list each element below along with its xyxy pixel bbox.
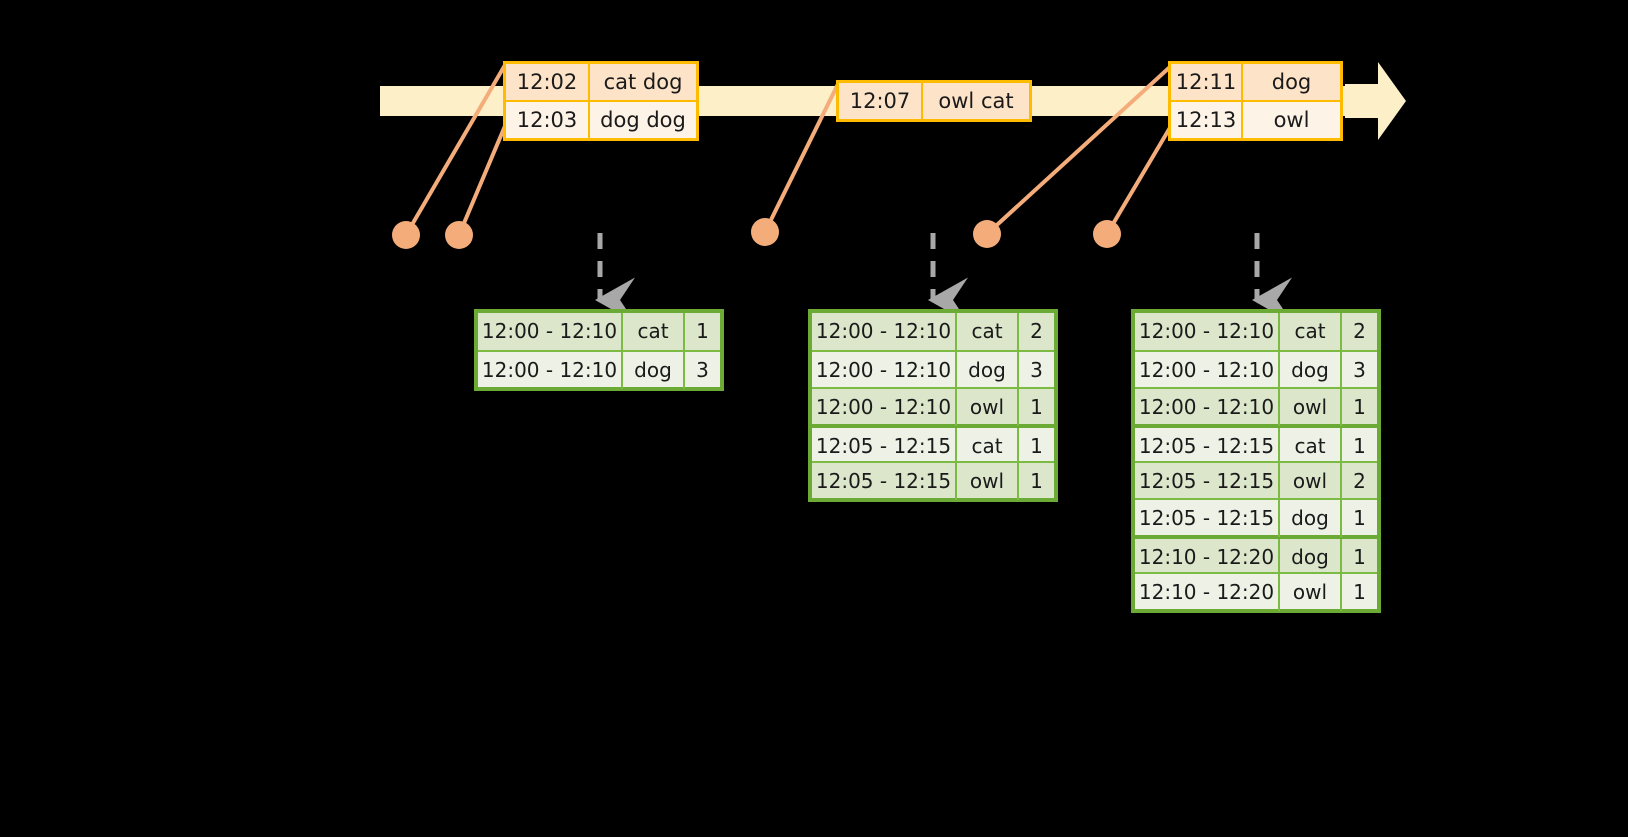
cell-window: 12:00 - 12:10 [812, 313, 957, 350]
cell-count: 2 [1353, 319, 1366, 343]
source-dot-1 [392, 221, 420, 249]
cell-key: owl [957, 389, 1019, 426]
cell-count: 2 [1030, 319, 1043, 343]
cell-key: cat [623, 313, 685, 350]
cell-count: 1 [1353, 580, 1366, 604]
cell-key: dog [623, 352, 685, 389]
event-time: 12:02 [506, 64, 590, 100]
event-value: dog [1271, 70, 1312, 94]
source-dot-3 [751, 218, 779, 246]
event-box-3: 12:11 dog 12:13 owl [1168, 61, 1343, 141]
cell-count: 3 [1030, 358, 1043, 382]
cell-window: 12:10 - 12:20 [1135, 574, 1280, 611]
cell-window: 12:00 - 12:10 [1135, 389, 1280, 426]
cell-key: cat [1280, 313, 1342, 350]
cell-key: owl [1280, 389, 1342, 426]
cell-window: 12:00 - 12:10 [478, 352, 623, 389]
cell-key: dog [957, 352, 1019, 389]
cell-count: 1 [1353, 545, 1366, 569]
event-value: owl cat [938, 89, 1014, 113]
connector-line-5 [1105, 124, 1173, 236]
cell-count: 3 [1353, 358, 1366, 382]
cell-window: 12:10 - 12:20 [1135, 539, 1280, 576]
event-value: dog dog [600, 108, 686, 132]
cell-key: cat [957, 428, 1019, 465]
event-box-1: 12:02 cat dog 12:03 dog dog [503, 61, 699, 141]
event-time: 12:07 [839, 83, 923, 119]
cell-window: 12:05 - 12:15 [812, 428, 957, 465]
event-row: 12:13 owl [1171, 100, 1340, 138]
cell-key: dog [1280, 352, 1342, 389]
event-box-2: 12:07 owl cat [836, 80, 1032, 122]
cell-key: dog [1280, 500, 1342, 537]
cell-key: dog [1280, 539, 1342, 576]
event-row: 12:03 dog dog [506, 100, 696, 138]
cell-key: owl [1280, 463, 1342, 500]
cell-window: 12:05 - 12:15 [1135, 500, 1280, 537]
cell-key: owl [1280, 574, 1342, 611]
cell-window: 12:00 - 12:10 [812, 389, 957, 426]
cell-window: 12:05 - 12:15 [1135, 463, 1280, 500]
cell-count: 1 [1030, 395, 1043, 419]
cell-key: cat [957, 313, 1019, 350]
event-time: 12:11 [1171, 64, 1243, 100]
cell-count: 1 [1353, 395, 1366, 419]
cell-window: 12:00 - 12:10 [812, 352, 957, 389]
event-time: 12:03 [506, 102, 590, 138]
event-row: 12:02 cat dog [506, 64, 696, 100]
event-time: 12:13 [1171, 102, 1243, 138]
cell-count: 1 [1353, 434, 1366, 458]
cell-count: 1 [1353, 506, 1366, 530]
connector-line-2 [457, 125, 507, 236]
source-dot-4 [973, 220, 1001, 248]
cell-window: 12:00 - 12:10 [478, 313, 623, 350]
source-dot-5 [1093, 220, 1121, 248]
cell-window: 12:00 - 12:10 [1135, 352, 1280, 389]
cell-count: 3 [696, 358, 709, 382]
cell-window: 12:00 - 12:10 [1135, 313, 1280, 350]
cell-count: 1 [1030, 469, 1043, 493]
cell-count: 1 [1030, 434, 1043, 458]
cell-key: cat [1280, 428, 1342, 465]
cell-window: 12:05 - 12:15 [812, 463, 957, 500]
cell-key: owl [957, 463, 1019, 500]
event-row: 12:07 owl cat [839, 83, 1029, 119]
event-value: cat dog [603, 70, 683, 94]
cell-count: 2 [1353, 469, 1366, 493]
cell-window: 12:05 - 12:15 [1135, 428, 1280, 465]
event-value: owl [1273, 108, 1310, 132]
source-dot-2 [445, 221, 473, 249]
cell-count: 1 [696, 319, 709, 343]
event-row: 12:11 dog [1171, 64, 1340, 100]
